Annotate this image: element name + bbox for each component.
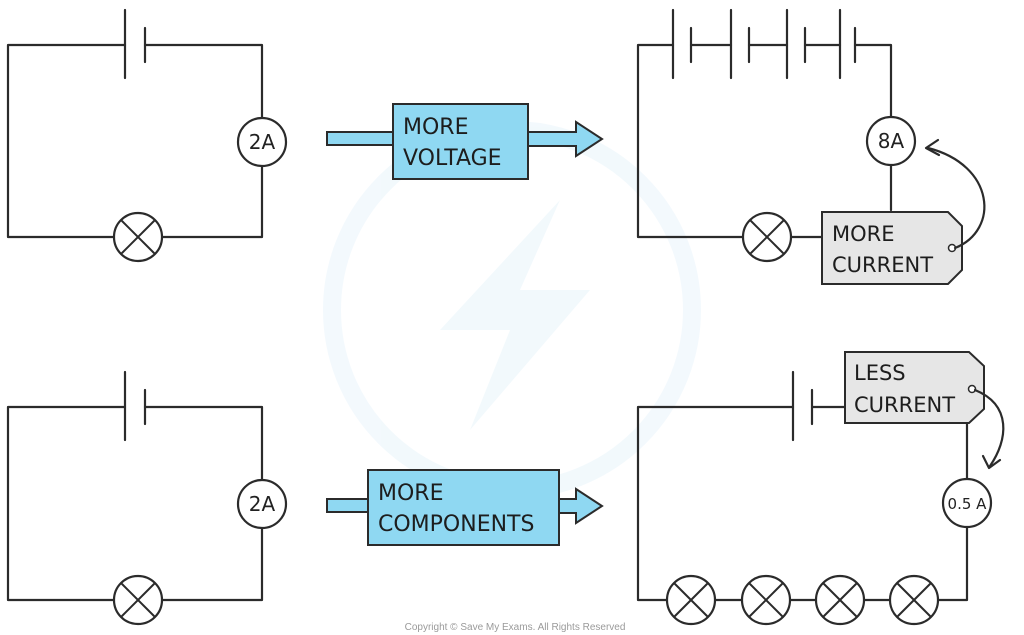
lamp xyxy=(740,574,792,626)
arrow-head xyxy=(527,120,604,158)
wire xyxy=(160,526,264,602)
tag-line2: CURRENT xyxy=(832,253,933,277)
wire xyxy=(853,43,893,119)
more-current-tag: MORE CURRENT xyxy=(821,211,963,285)
tag-line1: LESS xyxy=(854,361,906,385)
wire xyxy=(936,525,969,602)
circuit-top-right: 8A MORE CURRENT xyxy=(636,8,986,285)
arrow-label-line2: COMPONENTS xyxy=(378,512,534,537)
wire xyxy=(143,43,264,120)
ammeter: 8A xyxy=(865,115,917,167)
wire xyxy=(636,43,744,239)
curved-pointer xyxy=(924,138,986,250)
lamp xyxy=(888,574,940,626)
arrow-shaft xyxy=(326,131,394,146)
ammeter-reading: 0.5 A xyxy=(948,495,988,513)
arrow-more-voltage: MORE VOLTAGE xyxy=(326,103,604,180)
label-box xyxy=(392,103,529,180)
ammeter-reading: 2A xyxy=(249,492,276,516)
arrow-label-line2: VOLTAGE xyxy=(403,146,502,171)
circuit-bottom-left: 2A xyxy=(6,370,288,626)
wire xyxy=(143,405,264,482)
tag-hole xyxy=(967,384,977,394)
tag-line2: CURRENT xyxy=(854,393,955,417)
ammeter: 2A xyxy=(236,116,288,168)
battery-symbol xyxy=(671,8,857,80)
lamp xyxy=(665,574,717,626)
ammeter: 0.5 A xyxy=(941,477,993,529)
pointer-head xyxy=(924,138,941,157)
wire xyxy=(6,43,127,239)
wire xyxy=(6,405,127,602)
lamp xyxy=(814,574,866,626)
less-current-tag: LESS CURRENT xyxy=(844,351,985,424)
arrow-label-line1: MORE xyxy=(403,115,468,140)
lamp xyxy=(112,211,164,263)
pointer-curve xyxy=(926,146,986,250)
pointer-curve xyxy=(973,388,1005,468)
label-box xyxy=(367,469,560,546)
tag-shape xyxy=(844,351,985,424)
lamp xyxy=(741,211,793,263)
arrow-head xyxy=(558,487,604,525)
cell-symbol xyxy=(123,370,147,442)
ammeter: 2A xyxy=(236,478,288,530)
cell-symbol xyxy=(791,370,814,442)
arrow-more-components: MORE COMPONENTS xyxy=(326,469,604,546)
lamp xyxy=(112,574,164,626)
copyright-text: Copyright © Save My Exams. All Rights Re… xyxy=(405,622,626,633)
cell-symbol xyxy=(123,8,147,80)
curved-pointer xyxy=(973,388,1005,470)
ammeter-reading: 8A xyxy=(878,129,905,153)
tag-line1: MORE xyxy=(832,222,895,246)
wire xyxy=(636,405,795,602)
arrow-label-line1: MORE xyxy=(378,481,443,506)
ammeter-reading: 2A xyxy=(249,130,276,154)
circuit-bottom-right: LESS CURRENT 0.5 A xyxy=(636,351,1005,626)
arrow-shaft xyxy=(326,498,369,513)
pointer-head xyxy=(981,454,1002,470)
circuit-top-left: 2A xyxy=(6,8,288,263)
tag-shape xyxy=(821,211,963,285)
wire xyxy=(160,164,264,239)
